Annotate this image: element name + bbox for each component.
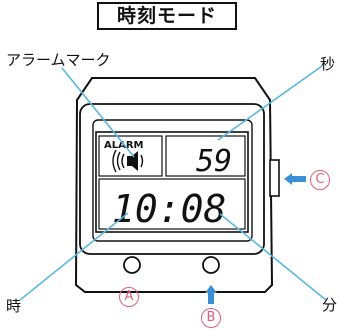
button-a	[123, 256, 141, 274]
button-b	[202, 256, 220, 274]
button-b-mark: B	[201, 308, 221, 328]
mode-title: 時刻モード	[97, 2, 237, 30]
seconds-label: 秒	[320, 55, 336, 73]
seconds-digits: 59	[196, 144, 232, 179]
button-c-mark: C	[310, 170, 330, 190]
alarm-speaker-icon	[112, 149, 144, 173]
button-a-mark: A	[119, 287, 139, 307]
arrow-c-icon	[284, 173, 306, 185]
arrow-b-icon	[205, 285, 217, 304]
minute-label: 分	[322, 296, 338, 314]
hour-label: 時	[6, 297, 22, 315]
time-digits: 10:08	[112, 187, 226, 231]
alarm-mark-label: アラームマーク	[6, 51, 111, 69]
